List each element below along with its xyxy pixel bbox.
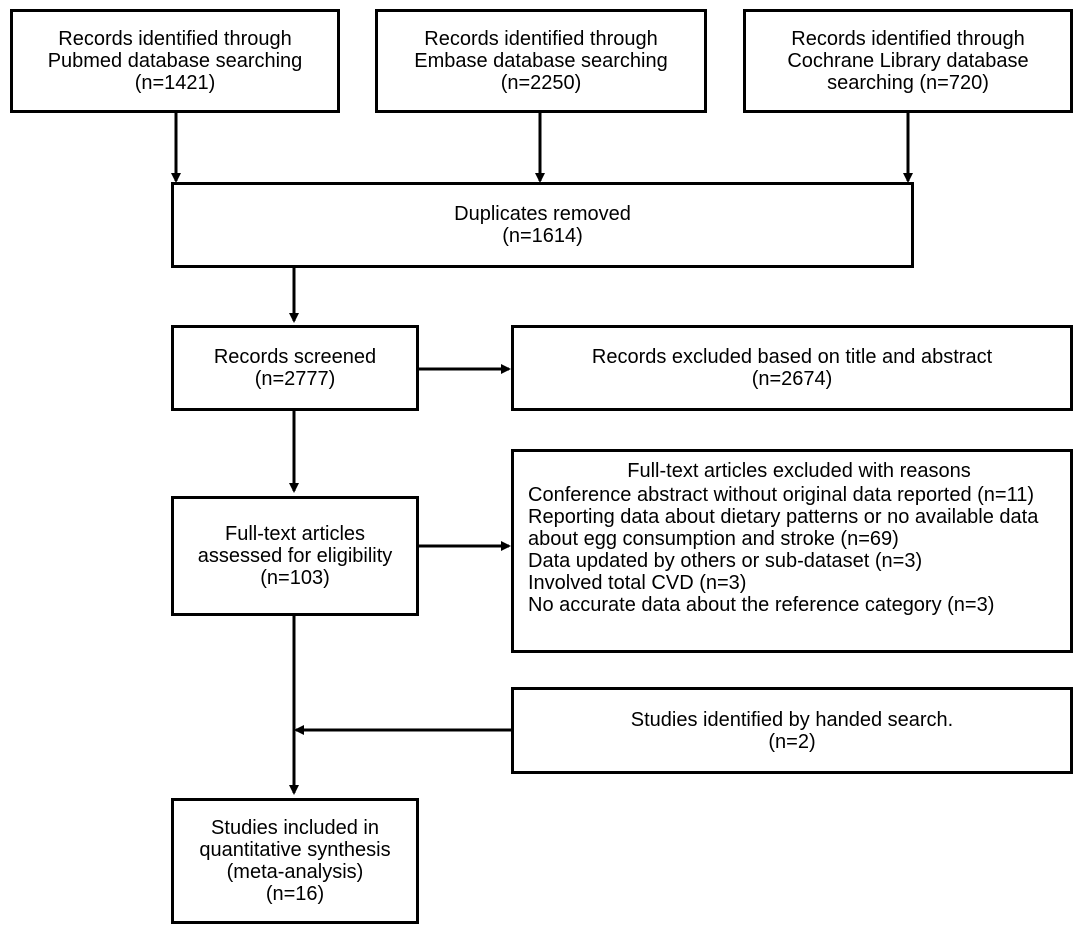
screened-line-1: Records screened <box>213 346 377 368</box>
handed-line-1: Studies identified by handed search. <box>630 708 954 731</box>
exclusion-reason-5: No accurate data about the reference cat… <box>528 594 995 616</box>
box-fulltext-excluded-reasons: Full-text articles excluded with reasons… <box>511 449 1073 653</box>
box-records-screened: Records screened (n=2777) <box>171 325 419 411</box>
cochrane-line-3: searching (n=720) <box>827 72 989 94</box>
embase-line-2: Embase database searching <box>414 50 668 72</box>
pubmed-line-2: Pubmed database searching <box>47 50 303 72</box>
screened-line-2: (n=2777) <box>254 368 336 390</box>
excluded-title-line-2: (n=2674) <box>751 368 833 390</box>
duplicates-line-1: Duplicates removed <box>454 203 631 225</box>
box-cochrane-records: Records identified through Cochrane Libr… <box>743 9 1073 113</box>
excluded-title-line-1: Records excluded based on title and abst… <box>591 346 993 368</box>
exclusion-reason-2-cont: about egg consumption and stroke (n=69) <box>528 528 899 550</box>
fulltext-excluded-heading: Full-text articles excluded with reasons <box>627 460 971 482</box>
box-studies-included: Studies included in quantitative synthes… <box>171 798 419 924</box>
fulltext-line-3: (n=103) <box>260 567 330 589</box>
exclusion-reason-2: Reporting data about dietary patterns or… <box>528 506 1039 528</box>
fulltext-line-1: Full-text articles <box>224 523 366 545</box>
included-line-3: (meta-analysis) <box>226 861 364 883</box>
exclusion-reason-3: Data updated by others or sub-dataset (n… <box>528 550 923 572</box>
embase-line-3: (n=2250) <box>500 72 582 94</box>
cochrane-line-1: Records identified through <box>791 28 1025 50</box>
handed-line-2: (n=2) <box>768 730 816 753</box>
box-pubmed-records: Records identified through Pubmed databa… <box>10 9 340 113</box>
exclusion-reason-1: Conference abstract without original dat… <box>528 484 1035 506</box>
pubmed-line-1: Records identified through <box>58 28 292 50</box>
included-line-4: (n=16) <box>265 883 325 905</box>
box-duplicates-removed: Duplicates removed (n=1614) <box>171 182 914 268</box>
duplicates-line-2: (n=1614) <box>502 225 583 247</box>
box-handed-search: Studies identified by handed search. (n=… <box>511 687 1073 774</box>
embase-line-1: Records identified through <box>424 28 658 50</box>
box-embase-records: Records identified through Embase databa… <box>375 9 707 113</box>
included-line-1: Studies included in <box>211 817 379 839</box>
exclusion-reason-4: Involved total CVD (n=3) <box>528 572 747 594</box>
cochrane-line-2: Cochrane Library database <box>787 50 1029 72</box>
fulltext-line-2: assessed for eligibility <box>197 545 393 567</box>
box-records-excluded-title-abstract: Records excluded based on title and abst… <box>511 325 1073 411</box>
box-fulltext-assessed: Full-text articles assessed for eligibil… <box>171 496 419 616</box>
pubmed-line-3: (n=1421) <box>134 72 216 94</box>
included-line-2: quantitative synthesis <box>199 839 391 861</box>
